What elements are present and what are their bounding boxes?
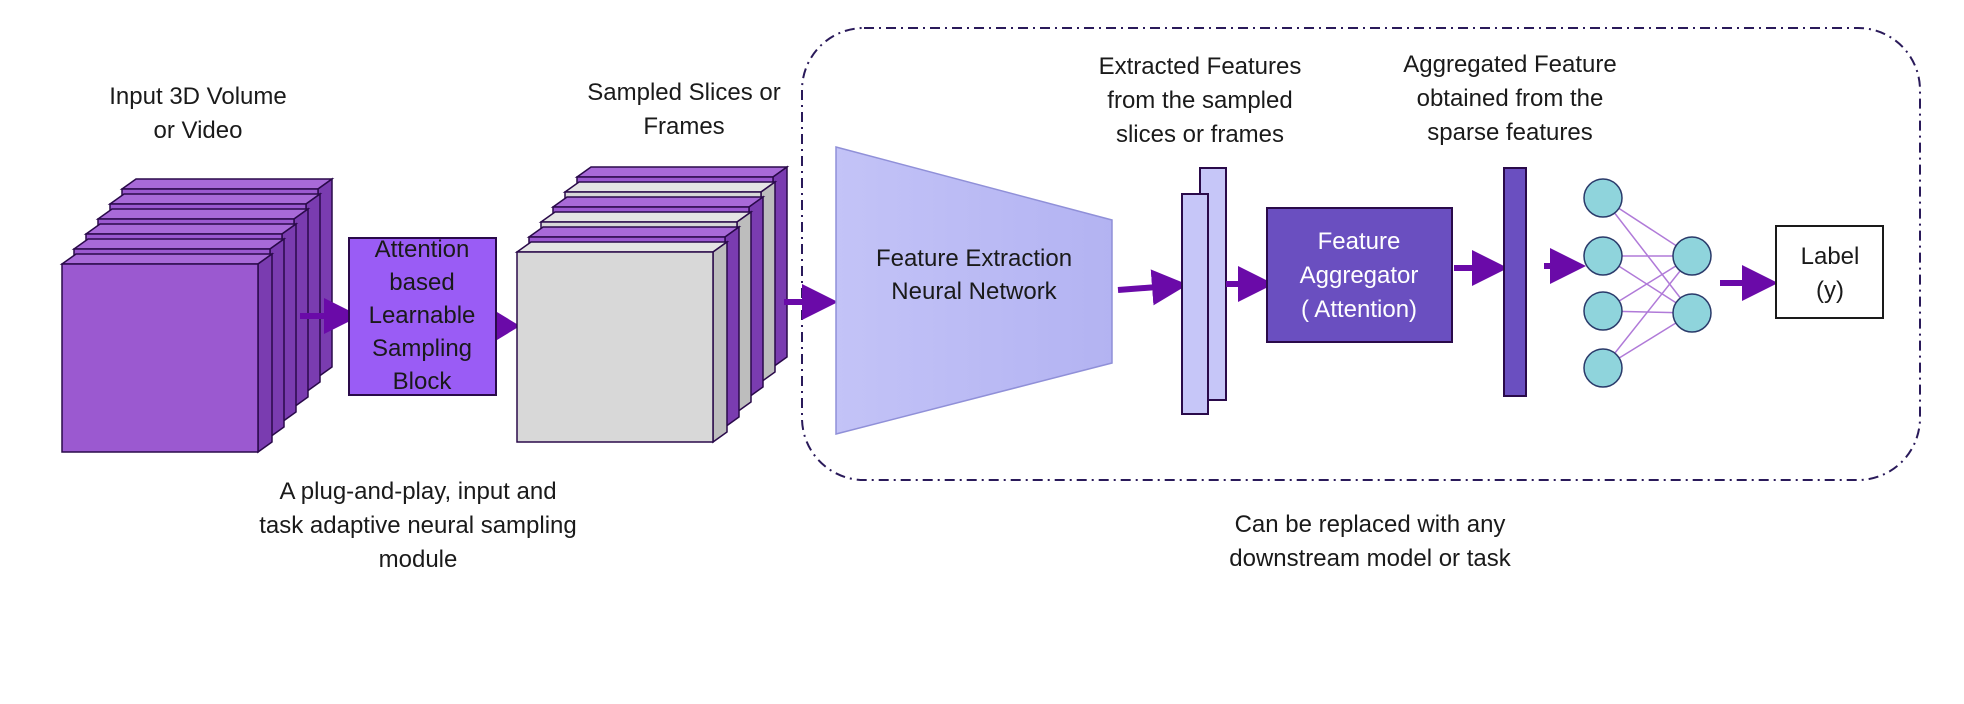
aggregator-line-2: Aggregator (1300, 262, 1419, 289)
aggregator-line-3: ( Attention) (1301, 296, 1417, 323)
caption-extracted-line-3: slices or frames (1116, 121, 1284, 148)
input-volume-slice (59, 252, 275, 454)
sampling-block: Attention based Learnable Sampling Block (348, 236, 497, 396)
neural-network-icon (1583, 178, 1712, 388)
arrow-sampler-to-slices (497, 312, 520, 340)
aggregated-feature-bar (1503, 167, 1527, 397)
label-box-line-2: (y) (1816, 277, 1844, 304)
caption-sampled-slices-line-1: Sampled Slices or (587, 79, 780, 106)
input-volume-stack (59, 177, 335, 454)
caption-sampled-slices: Sampled Slices or Frames (587, 79, 780, 140)
caption-plug-line-2: task adaptive neural sampling (259, 512, 577, 539)
sampling-block-line-3: Learnable (369, 302, 476, 329)
caption-aggregated-feature: Aggregated Feature obtained from the spa… (1403, 51, 1616, 146)
caption-plug-line-1: A plug-and-play, input and (279, 478, 556, 505)
feature-extraction-line-1: Feature Extraction (876, 245, 1072, 272)
feature-extraction-network: Feature Extraction Neural Network (835, 146, 1113, 435)
caption-replaceable: Can be replaced with any downstream mode… (1229, 511, 1511, 572)
feature-extraction-line-2: Neural Network (891, 278, 1057, 305)
nn-node (1672, 293, 1712, 333)
caption-extracted-line-1: Extracted Features (1099, 53, 1302, 80)
arrow-network-to-features (1117, 269, 1188, 306)
nn-node (1583, 178, 1623, 218)
nn-node (1583, 348, 1623, 388)
nn-edge (1602, 255, 1693, 369)
caption-sampled-slices-line-2: Frames (643, 113, 724, 140)
caption-aggregated-line-3: sparse features (1427, 119, 1592, 146)
nn-node (1583, 236, 1623, 276)
aggregator-line-1: Feature (1318, 228, 1401, 255)
caption-aggregated-line-1: Aggregated Feature (1403, 51, 1616, 78)
caption-input-volume-line-1: Input 3D Volume (109, 83, 286, 110)
sampling-block-line-4: Sampling (372, 335, 472, 362)
feature-aggregator: Feature Aggregator ( Attention) (1266, 207, 1453, 343)
extracted-feature-strips (1181, 167, 1227, 415)
nn-node (1672, 236, 1712, 276)
caption-input-volume-line-2: or Video (154, 117, 243, 144)
caption-aggregated-line-2: obtained from the (1417, 85, 1604, 112)
sampled-slices-stack (514, 165, 790, 444)
downstream-region-border (801, 27, 1921, 481)
sampled-slice (514, 240, 730, 444)
caption-replaceable-line-1: Can be replaced with any (1235, 511, 1506, 538)
sampling-block-line-2: based (389, 269, 454, 296)
label-box: Label (y) (1775, 225, 1884, 319)
sampling-block-line-5: Block (393, 368, 453, 395)
caption-plug-line-3: module (379, 546, 458, 573)
label-box-line-1: Label (1801, 243, 1860, 270)
sampling-block-line-1: Attention (375, 236, 470, 263)
caption-extracted-features: Extracted Features from the sampled slic… (1099, 53, 1302, 148)
caption-extracted-line-2: from the sampled (1107, 87, 1292, 114)
caption-plug-and-play: A plug-and-play, input and task adaptive… (259, 478, 577, 573)
nn-node (1583, 291, 1623, 331)
caption-replaceable-line-2: downstream model or task (1229, 545, 1511, 572)
caption-input-volume: Input 3D Volume or Video (109, 83, 286, 144)
